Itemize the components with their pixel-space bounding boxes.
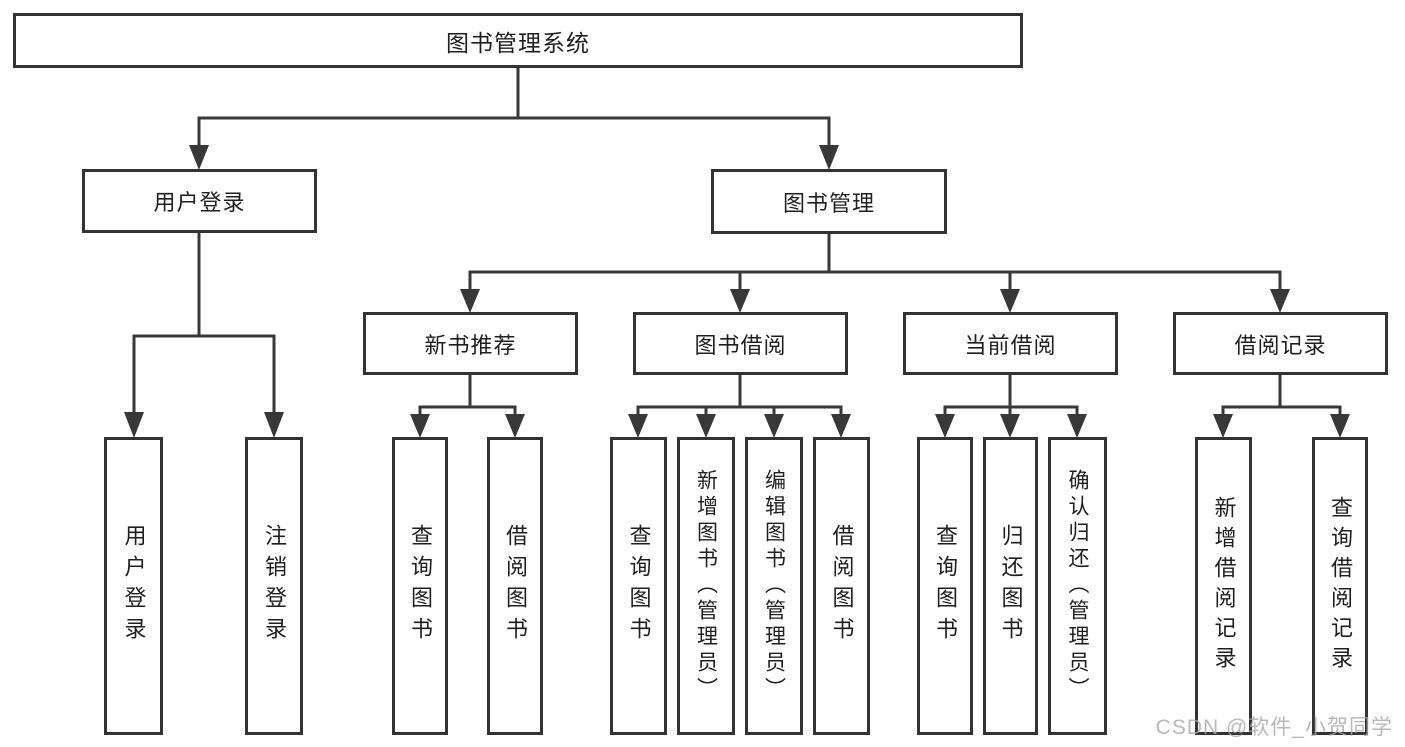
node-current-borrowing: 当前借阅 [903, 312, 1118, 375]
arrowhead-leaf-edit-book [764, 414, 784, 438]
arrowhead-leaf-return-book [1000, 414, 1020, 438]
leaf-query-book-borrow-label: 查询图书 [626, 524, 652, 648]
arrowhead-leaf-add-book [696, 414, 716, 438]
leaf-edit-book-admin-label: 编辑图书（管理员） [762, 469, 786, 703]
arrowhead-current-borrowing [1000, 289, 1020, 313]
node-borrowing-records: 借阅记录 [1173, 312, 1388, 375]
csdn-watermark: CSDN @软件_小贺同学 [1155, 716, 1393, 739]
leaf-query-book-current: 查询图书 [917, 437, 973, 735]
leaf-add-book-admin: 新增图书（管理员） [677, 437, 735, 735]
arrowhead-borrowing-records [1270, 289, 1290, 313]
node-book-management: 图书管理 [711, 169, 947, 234]
leaf-return-book: 归还图书 [983, 437, 1038, 735]
node-user-login-label: 用户登录 [153, 190, 246, 215]
node-borrowing-records-label: 借阅记录 [1234, 332, 1327, 358]
arrowhead-leaf-logout [264, 412, 284, 438]
node-new-book-recommendation-label: 新书推荐 [424, 332, 517, 358]
arrowhead-leaf-query-1 [410, 414, 430, 438]
node-root-label: 图书管理系统 [446, 29, 590, 56]
arrowhead-leaf-query-3 [935, 414, 955, 438]
leaf-user-login: 用户登录 [104, 437, 163, 735]
arrowhead-leaf-add-record [1213, 414, 1233, 438]
leaf-borrow-book-recommend-label: 借阅图书 [503, 524, 528, 648]
leaf-query-book-recommend-label: 查询图书 [408, 524, 433, 648]
leaf-logout: 注销登录 [245, 437, 303, 735]
node-book-borrowing: 图书借阅 [633, 312, 848, 375]
leaf-query-book-recommend: 查询图书 [392, 437, 448, 735]
leaf-query-borrow-record: 查询借阅记录 [1312, 437, 1368, 735]
node-book-borrowing-label: 图书借阅 [694, 332, 787, 358]
node-current-borrowing-label: 当前借阅 [964, 332, 1057, 358]
leaf-logout-label: 注销登录 [262, 524, 287, 648]
leaf-add-book-admin-label: 新增图书（管理员） [694, 469, 718, 703]
arrowhead-leaf-borrow-2 [831, 414, 851, 438]
arrowhead-leaf-user-login [124, 412, 144, 438]
leaf-borrow-book-label: 借阅图书 [829, 524, 855, 648]
leaf-confirm-return-admin-label: 确认归还（管理员） [1066, 469, 1089, 703]
leaf-edit-book-admin: 编辑图书（管理员） [745, 437, 803, 735]
leaf-return-book-label: 归还图书 [998, 524, 1024, 648]
arrowhead-user-login [189, 145, 209, 170]
node-root: 图书管理系统 [13, 13, 1023, 68]
arrowhead-book-management [819, 145, 839, 170]
arrowhead-leaf-borrow-1 [505, 414, 525, 438]
node-user-login: 用户登录 [82, 169, 317, 233]
node-new-book-recommendation: 新书推荐 [363, 312, 578, 375]
leaf-query-book-borrow: 查询图书 [610, 437, 667, 735]
arrowhead-book-borrowing [730, 289, 750, 313]
arrowhead-leaf-query-record [1330, 414, 1350, 438]
leaf-user-login-label: 用户登录 [121, 524, 147, 648]
leaf-borrow-book: 借阅图书 [813, 437, 870, 735]
node-book-management-label: 图书管理 [782, 190, 875, 216]
leaf-query-borrow-record-label: 查询借阅记录 [1328, 496, 1353, 676]
arrowhead-new-book [460, 289, 480, 313]
leaf-add-borrow-record: 新增借阅记录 [1195, 437, 1252, 735]
arrowhead-leaf-confirm-return [1067, 414, 1087, 438]
leaf-add-borrow-record-label: 新增借阅记录 [1211, 496, 1237, 676]
leaf-borrow-book-recommend: 借阅图书 [487, 437, 543, 735]
leaf-confirm-return-admin: 确认归还（管理员） [1048, 437, 1107, 735]
arrowhead-leaf-query-2 [628, 414, 648, 438]
leaf-query-book-current-label: 查询图书 [933, 524, 958, 648]
